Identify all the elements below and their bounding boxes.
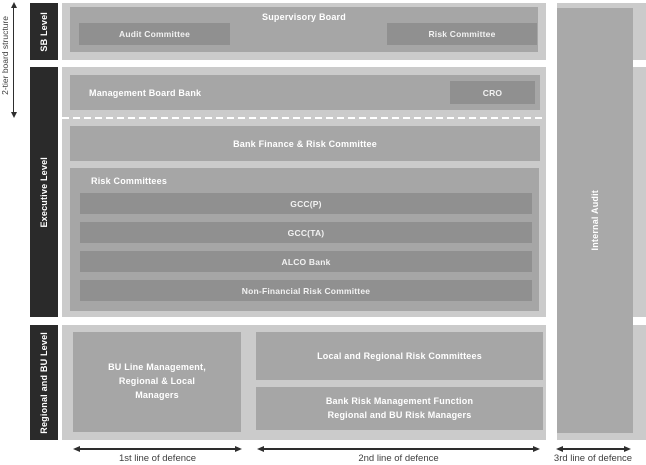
supervisory-board-box: Supervisory Board Audit Committee Risk C… xyxy=(70,7,538,52)
risk-committees-title: Risk Committees xyxy=(91,176,168,186)
arrowhead-down-icon xyxy=(10,112,17,118)
risk-committee-row: GCC(TA) xyxy=(80,222,532,243)
local-regional-risk-committees-box: Local and Regional Risk Committees xyxy=(256,332,543,380)
arrowhead-up-icon xyxy=(10,2,17,8)
risk-committee-label: Risk Committee xyxy=(428,29,496,39)
cro-box: CRO xyxy=(450,81,535,104)
arrowhead-left-icon xyxy=(257,446,264,452)
risk-committees-group: Risk Committees GCC(P) GCC(TA) ALCO Bank… xyxy=(70,168,539,311)
first-line-label: 1st line of defence xyxy=(118,453,197,464)
sidebar-regional-level-label: Regional and BU Level xyxy=(39,331,49,434)
internal-audit-column: Internal Audit xyxy=(557,8,633,433)
arrowhead-left-icon xyxy=(73,446,80,452)
arrow-line xyxy=(563,448,624,450)
risk-committee-row: GCC(P) xyxy=(80,193,532,214)
arrowhead-right-icon xyxy=(624,446,631,452)
risk-committee-row: Non-Financial Risk Committee xyxy=(80,280,532,301)
supervisory-board-title: Supervisory Board xyxy=(262,12,346,22)
arrowhead-right-icon xyxy=(235,446,242,452)
management-board-label: Management Board Bank xyxy=(89,87,202,98)
sidebar-regional-level: Regional and BU Level xyxy=(30,325,58,440)
arrow-line xyxy=(264,448,533,450)
arrow-line xyxy=(80,448,235,450)
management-board-box: Management Board Bank CRO xyxy=(70,75,540,110)
arrow-line xyxy=(12,8,15,112)
two-tier-board-label: 2-tier board structure xyxy=(0,15,10,95)
gcc-ta-label: GCC(TA) xyxy=(287,227,325,238)
audit-committee-box: Audit Committee xyxy=(79,23,230,45)
first-line-arrow-icon xyxy=(73,445,242,453)
non-financial-risk-label: Non-Financial Risk Committee xyxy=(241,285,371,296)
management-divider-dashed-line xyxy=(62,117,546,119)
bank-finance-risk-committee-box: Bank Finance & Risk Committee xyxy=(70,126,540,161)
sidebar-sb-level: SB Level xyxy=(30,3,58,60)
risk-committee-box: Risk Committee xyxy=(387,23,537,45)
alco-bank-label: ALCO Bank xyxy=(281,256,331,267)
internal-audit-label: Internal Audit xyxy=(590,190,600,251)
bank-finance-risk-committee-label: Bank Finance & Risk Committee xyxy=(233,138,377,149)
audit-committee-label: Audit Committee xyxy=(119,29,190,39)
bank-risk-management-label: Bank Risk Management Function Regional a… xyxy=(325,396,474,420)
bank-risk-management-box: Bank Risk Management Function Regional a… xyxy=(256,387,543,430)
risk-committee-row: ALCO Bank xyxy=(80,251,532,272)
local-regional-risk-committees-label: Local and Regional Risk Committees xyxy=(317,351,482,361)
bu-line-management-label: BU Line Management, Regional & Local Man… xyxy=(108,362,206,400)
sidebar-executive-level-label: Executive Level xyxy=(39,156,49,228)
two-tier-board-label-wrap: 2-tier board structure xyxy=(0,0,10,110)
cro-label: CRO xyxy=(482,87,503,98)
two-tier-span-arrow-icon xyxy=(10,2,17,118)
arrowhead-left-icon xyxy=(556,446,563,452)
second-line-label: 2nd line of defence xyxy=(358,453,439,464)
bu-line-management-box: BU Line Management, Regional & Local Man… xyxy=(73,332,241,432)
arrowhead-right-icon xyxy=(533,446,540,452)
gcc-p-label: GCC(P) xyxy=(290,198,322,209)
third-line-arrow-icon xyxy=(556,445,631,453)
sidebar-sb-level-label: SB Level xyxy=(39,11,49,52)
third-line-label: 3rd line of defence xyxy=(553,453,633,464)
second-line-arrow-icon xyxy=(257,445,540,453)
sidebar-executive-level: Executive Level xyxy=(30,67,58,317)
